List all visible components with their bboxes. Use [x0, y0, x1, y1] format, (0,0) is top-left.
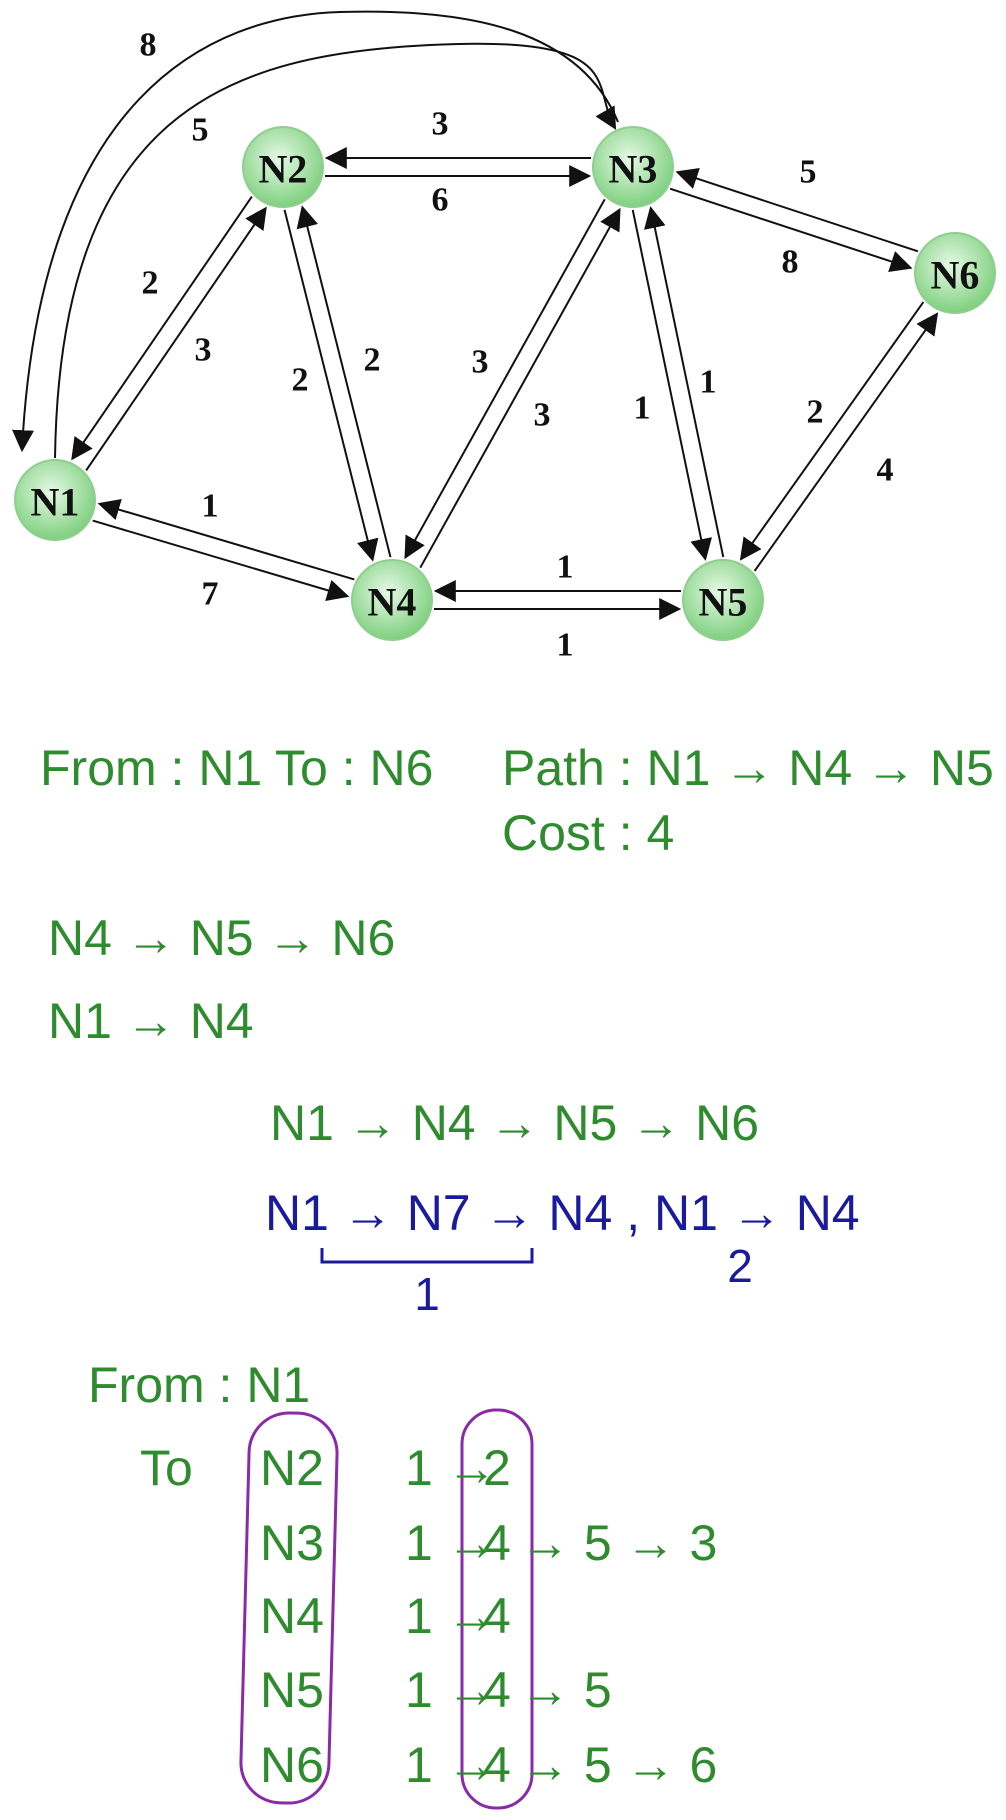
node-n1: N1 [14, 459, 96, 541]
route-via: 4 [483, 1515, 511, 1571]
weight-label-n5-n6: 2 [807, 394, 824, 431]
weight-label-n6-n3: 8 [782, 244, 799, 281]
weight-label-n1-n4: 1 [202, 488, 219, 525]
route-via: 4 [483, 1588, 511, 1644]
route-via: 2 [483, 1440, 511, 1496]
dest-n2: N2 [260, 1440, 324, 1496]
edge-n4-n3 [419, 207, 621, 569]
weight-label-n4-n5: 1 [557, 549, 574, 586]
dest-n6: N6 [260, 1737, 324, 1793]
node-label: N1 [31, 480, 80, 525]
node-n2: N2 [242, 126, 324, 208]
table-from: From : N1 [88, 1357, 310, 1413]
weight-label-n2-n4: 2 [364, 342, 381, 379]
note-from: From : N1 [40, 740, 262, 796]
route-head: 1 → [405, 1662, 497, 1718]
node-circle [592, 126, 674, 208]
dest-loop [239, 1411, 339, 1805]
edge-n5-n6 [753, 312, 939, 572]
under-bracket [320, 1248, 534, 1264]
edge-n3-n4 [404, 198, 606, 560]
weight-label-n1-n3: 5 [192, 112, 209, 149]
route-head: 1 → [405, 1737, 497, 1793]
node-label: N3 [609, 147, 658, 192]
note-n4-label: 2 [727, 1240, 753, 1292]
edge-n2-n4 [283, 209, 379, 562]
edge-n6-n3 [675, 167, 919, 253]
weight-label-n1-n2: 2 [142, 265, 159, 302]
edge-n3-n1 [12, 10, 619, 453]
weight-label-n4-n1: 7 [202, 576, 219, 613]
edge-n2-n1 [71, 196, 253, 461]
note-line2: N1 → N4 [48, 993, 254, 1049]
route-tail: → 5 → 6 [520, 1737, 717, 1793]
node-circle [914, 232, 996, 314]
route-head: 1 → [405, 1440, 497, 1496]
weight-label-n3-n1: 8 [140, 27, 157, 64]
edge-n3-n5 [631, 209, 712, 561]
weight-label-n6-n5: 4 [877, 452, 894, 489]
note-line3: N1 → N4 → N5 → N6 [270, 1095, 759, 1151]
weight-label-n3-n4: 3 [534, 397, 551, 434]
node-label: N6 [931, 253, 980, 298]
weight-label-n3-n5: 1 [700, 364, 717, 401]
node-circle [242, 126, 324, 208]
weight-label-n5-n4: 1 [557, 627, 574, 664]
dest-n5: N5 [260, 1662, 324, 1718]
edges-group [12, 10, 939, 620]
node-label: N2 [259, 147, 308, 192]
node-n3: N3 [592, 126, 674, 208]
note-line1: N4 → N5 → N6 [48, 910, 395, 966]
node-circle [682, 559, 764, 641]
note-cost: Cost : 4 [502, 805, 674, 861]
node-label: N4 [368, 580, 417, 625]
edge-n4-n1 [97, 498, 355, 581]
edge-n5-n3 [644, 206, 725, 558]
note-to: To : N6 [275, 740, 433, 796]
edge-n1-n3 [54, 42, 617, 459]
note-path: Path : N1 → N4 → N5 → N6 [502, 740, 1006, 796]
via-loop [460, 1408, 534, 1810]
edge-n1-n4 [92, 519, 350, 602]
weight-label-n3-n6: 5 [800, 154, 817, 191]
route-via: 4 [483, 1662, 511, 1718]
edge-n1-n2 [85, 206, 267, 471]
route-head: 1 → [405, 1588, 497, 1644]
node-n6: N6 [914, 232, 996, 314]
node-circle [14, 459, 96, 541]
route-tail: → 5 [520, 1662, 612, 1718]
note-blue-line: N1 → N7 → N4 , N1 → N4 [265, 1185, 860, 1241]
weight-label-n2-n1: 3 [195, 332, 212, 369]
dest-n4: N4 [260, 1588, 324, 1644]
weight-label-n2-n3: 3 [432, 106, 449, 143]
edge-n6-n5 [739, 301, 925, 561]
weight-label-n3-n2: 6 [432, 182, 449, 219]
table-to: To [140, 1440, 193, 1496]
route-via: 4 [483, 1737, 511, 1793]
node-circle [351, 559, 433, 641]
weight-label-n4-n2: 2 [292, 362, 309, 399]
handwritten-notes: From : N1 To : N6 Path : N1 → N4 → N5 → … [40, 740, 1006, 1810]
edge-n3-n6 [669, 187, 913, 273]
node-n4: N4 [351, 559, 433, 641]
node-n5: N5 [682, 559, 764, 641]
edge-n4-n2 [296, 205, 392, 558]
weight-label-n4-n3: 3 [472, 344, 489, 381]
weight-label-n5-n3: 1 [634, 390, 651, 427]
dest-n3: N3 [260, 1515, 324, 1571]
node-label: N5 [699, 580, 748, 625]
note-bracket-label: 1 [414, 1268, 440, 1320]
route-head: 1 → [405, 1515, 497, 1571]
route-tail: → 5 → 3 [520, 1515, 717, 1571]
